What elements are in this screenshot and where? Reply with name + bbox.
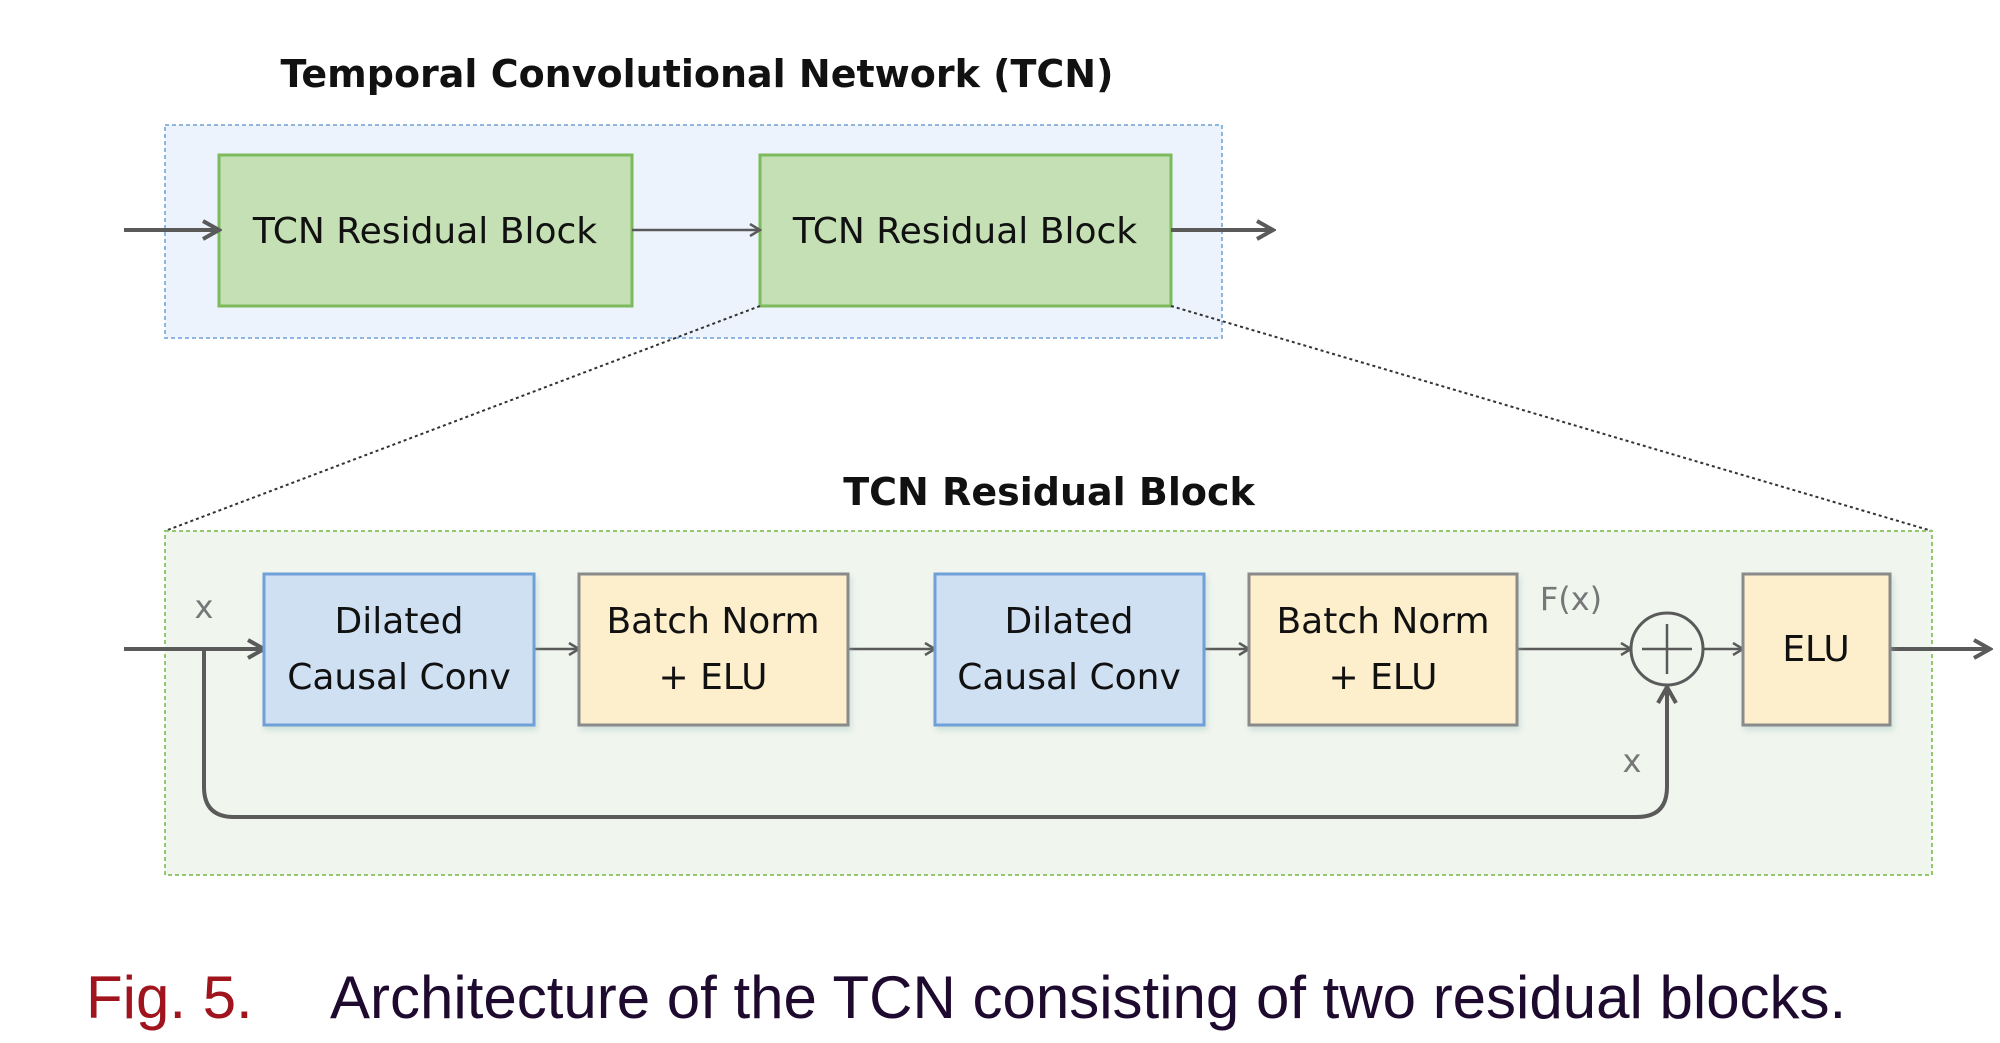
- tcn-title: Temporal Convolutional Network (TCN): [281, 52, 1114, 96]
- zoom-connector-left: [164, 305, 761, 532]
- tcn-block-1-label: TCN Residual Block: [252, 211, 597, 252]
- block-line1: Batch Norm: [606, 601, 819, 642]
- block-line1: Dilated: [335, 601, 464, 642]
- input-x-label: x: [195, 588, 214, 626]
- dilated-causal-conv-2: Dilated Causal Conv: [933, 572, 1206, 727]
- caption-label: Fig. 5.: [86, 964, 253, 1031]
- elu-block: ELU: [1741, 572, 1892, 727]
- fx-label: F(x): [1540, 580, 1602, 618]
- tcn-block-1: TCN Residual Block: [217, 153, 634, 308]
- tcn-block-2: TCN Residual Block: [758, 153, 1173, 308]
- batch-norm-elu-1: Batch Norm + ELU: [577, 572, 850, 727]
- zoom-connector-right: [1170, 305, 1933, 532]
- skip-x-label: x: [1623, 742, 1642, 780]
- block-line2: Causal Conv: [287, 657, 511, 698]
- block-line1: Dilated: [1005, 601, 1134, 642]
- residual-block-title: TCN Residual Block: [843, 470, 1255, 514]
- block-line2: Causal Conv: [957, 657, 1181, 698]
- block-line1: ELU: [1782, 629, 1849, 670]
- residual-blocks: Dilated Causal Conv Batch Norm + ELU Dil…: [262, 572, 1892, 727]
- block-line2: + ELU: [659, 657, 768, 698]
- adder-node: [1629, 611, 1705, 687]
- block-line2: + ELU: [1329, 657, 1438, 698]
- batch-norm-elu-2: Batch Norm + ELU: [1247, 572, 1519, 727]
- caption-text: Architecture of the TCN consisting of tw…: [330, 964, 1846, 1031]
- dilated-causal-conv-1: Dilated Causal Conv: [262, 572, 536, 727]
- block-line1: Batch Norm: [1276, 601, 1489, 642]
- tcn-block-2-label: TCN Residual Block: [792, 211, 1137, 252]
- skip-connection: [202, 649, 1667, 819]
